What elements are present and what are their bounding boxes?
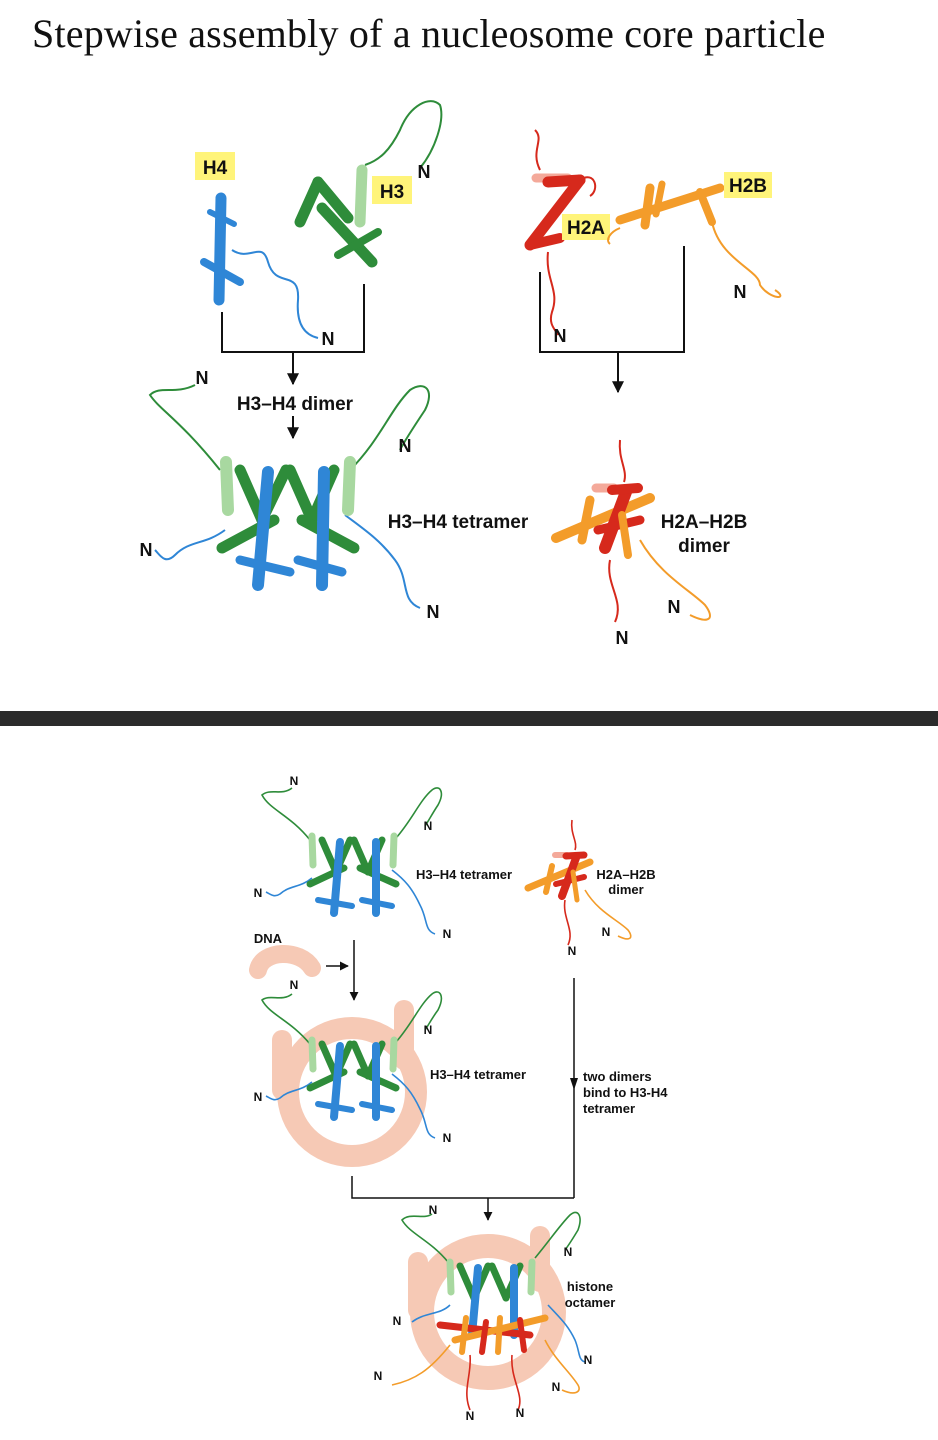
h3h4-tetramer-label: H3–H4 tetramer: [430, 1067, 526, 1082]
h2b-monomer: [607, 180, 782, 298]
n-terminus-label: N: [584, 1353, 593, 1367]
n-terminus-label: N: [734, 282, 747, 302]
n-terminus-label: N: [429, 1203, 438, 1217]
dna-segment: [249, 945, 321, 979]
n-terminus-label: N: [399, 436, 412, 456]
two-dimers-label: bind to H3-H4: [583, 1085, 668, 1100]
h3h4-dimer-label: H3–H4 dimer: [237, 394, 354, 415]
histone-octamer: [391, 1211, 586, 1411]
two-dimers-label: two dimers: [583, 1069, 652, 1084]
two-dimers-label: tetramer: [583, 1101, 635, 1116]
n-terminus-label: N: [424, 1023, 433, 1037]
h2a-tag: [562, 214, 610, 240]
merge-bracket: [351, 1176, 574, 1199]
h4-monomer: [200, 192, 319, 339]
merge-bracket: [539, 246, 685, 353]
n-terminus-label: N: [424, 819, 433, 833]
h4-tag: [195, 152, 235, 180]
h2a-h2b-dimer: [551, 439, 711, 623]
h3h4-tetramer-small: [260, 787, 443, 935]
n-terminus-label: N: [140, 540, 153, 560]
h3-label: H3: [380, 182, 404, 203]
n-terminus-label: N: [374, 1369, 383, 1383]
merge-bracket: [221, 284, 365, 353]
h2ah2b-dimer-label: H2A–H2B: [661, 512, 748, 533]
h3h4-tetramer: [148, 384, 430, 609]
octamer-label: histone: [567, 1279, 613, 1294]
h2a-label: H2A: [567, 218, 605, 239]
n-terminus-label: N: [290, 774, 299, 788]
h2a-h2b-dimer-small: [524, 819, 632, 946]
dna-wrapped-tetramer: [260, 991, 443, 1167]
n-terminus-label: N: [568, 944, 577, 958]
n-terminus-label: N: [554, 326, 567, 346]
panel-divider: [0, 711, 938, 726]
h3-tag: [372, 176, 412, 204]
n-terminus-label: N: [466, 1409, 475, 1423]
n-terminus-label: N: [443, 927, 452, 941]
n-terminus-label: N: [418, 162, 431, 182]
n-terminus-label: N: [322, 329, 335, 349]
n-terminus-label: N: [254, 886, 263, 900]
h4-label: H4: [203, 158, 228, 179]
n-terminus-label: N: [552, 1380, 561, 1394]
h3-monomer: [294, 100, 443, 268]
n-terminus-label: N: [427, 602, 440, 622]
h2a-monomer: [524, 129, 597, 336]
h2b-label: H2B: [729, 176, 767, 197]
h2b-tag: [724, 172, 772, 198]
h2ah2b-dimer-label: dimer: [678, 536, 730, 557]
page-title: Stepwise assembly of a nucleosome core p…: [32, 11, 826, 56]
dna-label: DNA: [254, 931, 283, 946]
octamer-label: octamer: [565, 1295, 616, 1310]
n-terminus-label: N: [196, 368, 209, 388]
h3h4-tetramer-label: H3–H4 tetramer: [388, 512, 529, 533]
h2ah2b-dimer-label: dimer: [608, 882, 643, 897]
n-terminus-label: N: [564, 1245, 573, 1259]
n-terminus-label: N: [443, 1131, 452, 1145]
n-terminus-label: N: [602, 925, 611, 939]
arrowhead: [570, 1078, 578, 1090]
h3h4-tetramer-label: H3–H4 tetramer: [416, 867, 512, 882]
n-terminus-label: N: [393, 1314, 402, 1328]
n-terminus-label: N: [668, 597, 681, 617]
h2ah2b-dimer-label: H2A–H2B: [596, 867, 655, 882]
n-terminus-label: N: [516, 1406, 525, 1420]
n-terminus-label: N: [254, 1090, 263, 1104]
n-terminus-label: N: [290, 978, 299, 992]
n-terminus-label: N: [616, 628, 629, 648]
